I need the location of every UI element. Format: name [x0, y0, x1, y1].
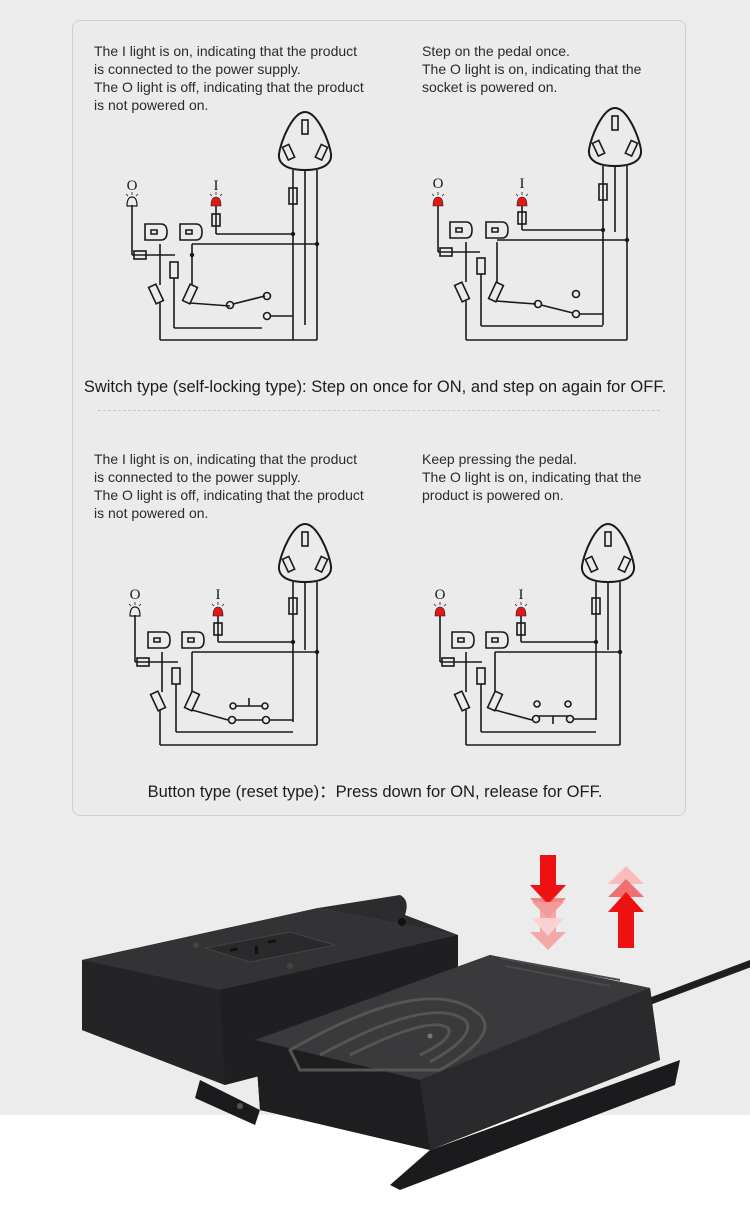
top-right-caption: Step on the pedal once. The O light is o…	[422, 43, 642, 95]
diagram-bottom-right-lamps	[433, 601, 623, 655]
pedal	[255, 955, 680, 1190]
i-light-label: I	[519, 587, 524, 603]
o-light-label: O	[435, 587, 446, 603]
diagram-top-right	[437, 107, 643, 341]
o-light-label: O	[433, 176, 444, 192]
i-light-label: I	[214, 178, 219, 194]
socket-box	[82, 895, 458, 1125]
bottom-left-caption: The I light is on, indicating that the p…	[94, 451, 364, 521]
i-light-label: I	[216, 587, 221, 603]
bottom-right-caption: Keep pressing the pedal. The O light is …	[422, 451, 642, 503]
cable	[638, 960, 750, 1009]
circuit-diagram-1: O I O I	[125, 107, 643, 746]
diagram-top-right-lamps	[431, 191, 630, 243]
diagram-bottom-right	[439, 523, 636, 746]
switch-type-title: Switch type (self-locking type): Step on…	[83, 378, 667, 396]
top-left-caption: The I light is on, indicating that the p…	[94, 43, 364, 113]
arrow-down-icon	[530, 855, 566, 950]
i-light-label: I	[520, 176, 525, 192]
o-light-label: O	[130, 587, 141, 603]
button-type-title: Button type (reset type)：Press down for …	[147, 783, 603, 801]
diagram-bottom-left-lamps	[128, 601, 320, 655]
diagram-top-left	[131, 111, 333, 341]
diagram-bottom-left	[134, 523, 333, 746]
foot-pedal-product-image	[82, 855, 750, 1190]
o-light-label: O	[127, 178, 138, 194]
section-divider	[98, 410, 660, 411]
diagram-top-left-lamps	[125, 191, 320, 258]
arrow-up-icon	[608, 866, 644, 948]
